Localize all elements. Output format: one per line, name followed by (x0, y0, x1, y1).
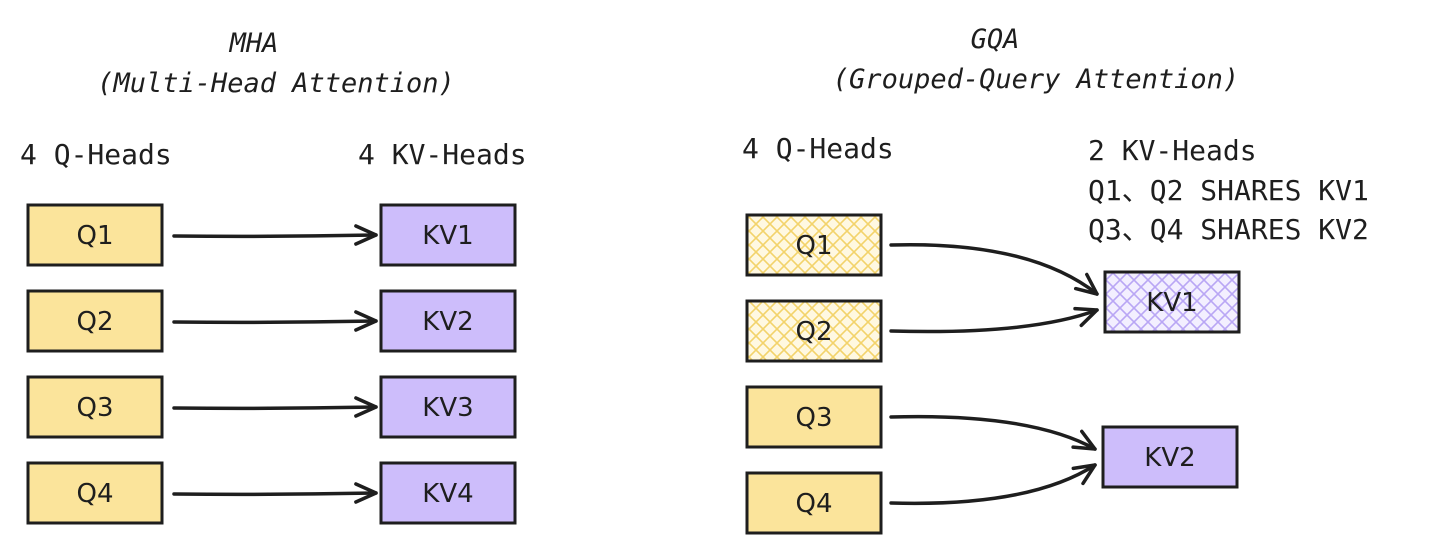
mha-arrow-4 (172, 482, 378, 504)
mha-arrow-3 (172, 396, 378, 418)
gqa-arrow-1 (889, 242, 1099, 296)
gqa-kv-box-1-rect (1103, 270, 1241, 334)
mha-q-box-1-rect (26, 203, 164, 267)
gqa-kv-box-1: KV1 (1103, 270, 1241, 334)
mha-section: MHA (Multi-Head Attention) 4 Q-Heads 4 K… (20, 28, 527, 525)
mha-kv-box-2-label: KV2 (422, 307, 473, 337)
mha-arrow-4-head (354, 482, 378, 504)
mha-q-box-1-label: Q1 (76, 221, 113, 251)
mha-q-box-4-rect (26, 461, 164, 525)
gqa-q-box-1-label: Q1 (795, 231, 832, 261)
mha-q-box-4-label: Q4 (76, 479, 113, 509)
gqa-arrows (889, 242, 1099, 506)
gqa-arrow-2 (889, 306, 1099, 334)
gqa-q-heading: 4 Q-Heads (742, 132, 894, 165)
mha-kv-box-4: KV4 (379, 461, 517, 525)
gqa-q-box-3-rect (745, 385, 883, 449)
mha-kv-box-4-rect (379, 461, 517, 525)
mha-kv-box-1-rect (379, 203, 517, 267)
gqa-q-box-1: Q1 (745, 213, 883, 277)
gqa-arrow-2-head (1073, 306, 1099, 328)
gqa-kv-box-2: KV2 (1101, 425, 1239, 489)
mha-q-box-2-rect (26, 289, 164, 353)
mha-kv-heading: 4 KV-Heads (358, 138, 527, 171)
gqa-q-box-2-label: Q2 (795, 317, 832, 347)
mha-kv-box-4-label: KV4 (422, 479, 473, 509)
gqa-note-kv2: Q3、Q4 SHARES KV2 (1088, 213, 1369, 246)
gqa-subtitle: (Grouped-Query Attention) (833, 64, 1239, 95)
mha-arrow-1-head (354, 224, 378, 246)
gqa-q-box-4: Q4 (745, 471, 883, 535)
mha-arrows (172, 224, 378, 504)
gqa-q-box-3-label: Q3 (795, 403, 832, 433)
gqa-q-box-2: Q2 (745, 299, 883, 363)
gqa-kv-box-2-rect (1101, 425, 1239, 489)
gqa-kv-heading: 2 KV-Heads (1088, 134, 1257, 167)
mha-q-heading: 4 Q-Heads (20, 138, 172, 171)
gqa-q-box-1-rect (745, 213, 883, 277)
mha-kv-box-3: KV3 (379, 375, 517, 439)
mha-arrow-2 (172, 310, 378, 332)
mha-arrow-2-head (354, 310, 378, 332)
gqa-kv-box-2-label: KV2 (1144, 443, 1195, 473)
gqa-arrow-3-head (1071, 429, 1097, 451)
mha-kv-box-1-label: KV1 (422, 221, 473, 251)
gqa-q-box-4-rect (745, 471, 883, 535)
gqa-q-box-3: Q3 (745, 385, 883, 449)
gqa-arrow-4 (889, 463, 1097, 506)
mha-subtitle: (Multi-Head Attention) (97, 68, 455, 99)
gqa-arrow-3 (889, 414, 1097, 451)
mha-kv-box-1: KV1 (379, 203, 517, 267)
mha-q-box-2: Q2 (26, 289, 164, 353)
mha-title: MHA (229, 28, 279, 59)
mha-q-box-3-label: Q3 (76, 393, 113, 423)
gqa-q-box-2-rect (745, 299, 883, 363)
mha-q-box-1: Q1 (26, 203, 164, 267)
gqa-title: GQA (971, 24, 1020, 55)
gqa-arrow-1-head (1073, 272, 1099, 296)
gqa-q-box-4-label: Q4 (795, 489, 832, 519)
mha-arrow-1 (172, 224, 378, 246)
mha-q-box-3: Q3 (26, 375, 164, 439)
gqa-section: GQA (Grouped-Query Attention) 4 Q-Heads … (742, 24, 1369, 535)
mha-kv-box-2-rect (379, 289, 517, 353)
gqa-note-kv1: Q1、Q2 SHARES KV1 (1088, 174, 1369, 207)
mha-q-box-2-label: Q2 (76, 307, 113, 337)
mha-kv-box-3-rect (379, 375, 517, 439)
gqa-arrow-4-head (1071, 463, 1097, 486)
mha-kv-box-2: KV2 (379, 289, 517, 353)
mha-kv-box-3-label: KV3 (422, 393, 473, 423)
mha-arrow-3-head (354, 396, 378, 418)
mha-q-box-3-rect (26, 375, 164, 439)
gqa-kv-box-1-label: KV1 (1146, 288, 1197, 318)
mha-q-box-4: Q4 (26, 461, 164, 525)
